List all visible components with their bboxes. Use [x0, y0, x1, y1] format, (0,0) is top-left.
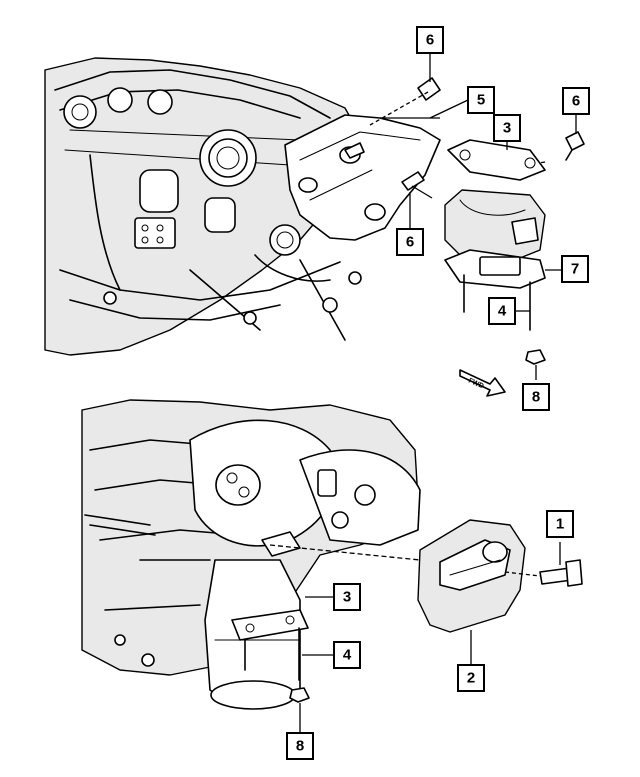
svg-text:3: 3 — [343, 589, 351, 606]
callout-4-top: 4 — [488, 297, 516, 325]
svg-text:1: 1 — [556, 516, 564, 533]
svg-text:6: 6 — [426, 32, 434, 49]
svg-text:6: 6 — [406, 234, 414, 251]
callout-8-top: 8 — [522, 383, 550, 411]
mount-bolt — [539, 559, 583, 587]
callout-6-right: 6 — [562, 87, 590, 115]
callout-7: 7 — [561, 255, 589, 283]
nut-top — [525, 349, 546, 365]
callout-3-bottom: 3 — [333, 583, 361, 611]
svg-text:4: 4 — [343, 647, 352, 664]
transmission-mount-top — [444, 131, 585, 331]
callout-1: 1 — [546, 510, 574, 538]
callout-8-bottom: 8 — [286, 732, 314, 760]
callout-3-top: 3 — [493, 114, 521, 142]
engine-mount-bracket — [284, 77, 441, 241]
engine-block-top — [44, 57, 362, 356]
svg-text:3: 3 — [503, 120, 511, 137]
nut-bottom — [289, 687, 310, 703]
svg-text:5: 5 — [477, 92, 485, 109]
svg-text:8: 8 — [532, 389, 540, 406]
svg-text:7: 7 — [571, 261, 579, 278]
svg-text:6: 6 — [572, 93, 580, 110]
callout-6-middle: 6 — [396, 228, 424, 256]
fwd-label: FWD — [467, 377, 484, 390]
left-mount-isolator — [417, 519, 526, 633]
svg-text:2: 2 — [467, 670, 475, 687]
svg-text:4: 4 — [498, 303, 507, 320]
engine-block-bottom — [81, 399, 421, 710]
callout-6-top: 6 — [416, 26, 444, 54]
callout-2: 2 — [457, 664, 485, 692]
svg-text:8: 8 — [296, 738, 304, 755]
forward-arrow-icon: FWD — [459, 369, 506, 397]
callout-5: 5 — [467, 86, 495, 114]
assembly-lines-bottom — [269, 544, 541, 577]
callout-4-bottom: 4 — [333, 641, 361, 669]
